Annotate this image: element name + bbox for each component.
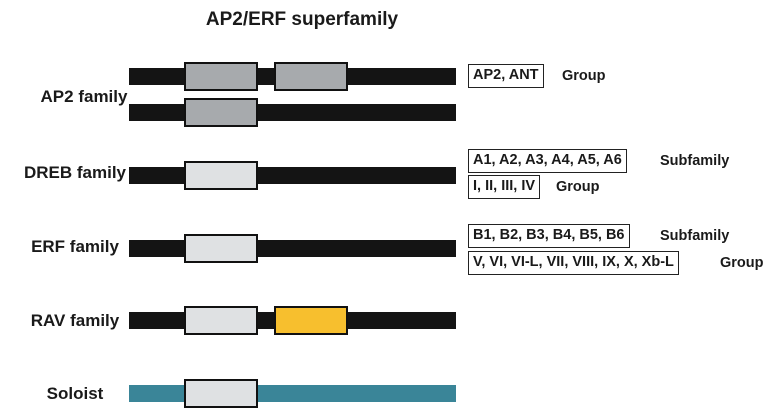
classification-kind: Subfamily xyxy=(660,228,730,244)
family-label-erf: ERF family xyxy=(31,237,119,256)
classification-box: I, II, III, IV xyxy=(468,175,541,199)
ap2-domain xyxy=(184,306,258,335)
diagram-title: AP2/ERF superfamily xyxy=(205,9,399,30)
classification-box: A1, A2, A3, A4, A5, A6 xyxy=(468,149,627,173)
dreb-protein-bar xyxy=(129,167,456,184)
ap2-domain xyxy=(184,62,258,91)
ap2-domain xyxy=(184,379,258,408)
family-label-dreb: DREB family xyxy=(23,163,127,182)
erf-protein-bar xyxy=(129,240,456,257)
classification-kind: Group xyxy=(720,255,764,271)
classification-kind: Subfamily xyxy=(660,153,730,169)
ap2-domain xyxy=(274,62,348,91)
ap2-domain xyxy=(184,234,258,263)
classification-kind: Group xyxy=(562,68,606,84)
family-label-ap2: AP2 family xyxy=(40,87,128,106)
classification-kind: Group xyxy=(556,179,600,195)
soloist-protein-bar xyxy=(129,385,456,402)
b3-domain xyxy=(274,306,348,335)
family-label-soloist: Soloist xyxy=(46,384,104,403)
classification-box: V, VI, VI-L, VII, VIII, IX, X, Xb-L xyxy=(468,251,679,275)
ap2-protein-bar-2 xyxy=(129,104,456,121)
family-label-rav: RAV family xyxy=(30,311,120,330)
classification-box: AP2, ANT xyxy=(468,64,544,88)
classification-box: B1, B2, B3, B4, B5, B6 xyxy=(468,224,630,248)
ap2-domain xyxy=(184,161,258,190)
ap2-domain xyxy=(184,98,258,127)
